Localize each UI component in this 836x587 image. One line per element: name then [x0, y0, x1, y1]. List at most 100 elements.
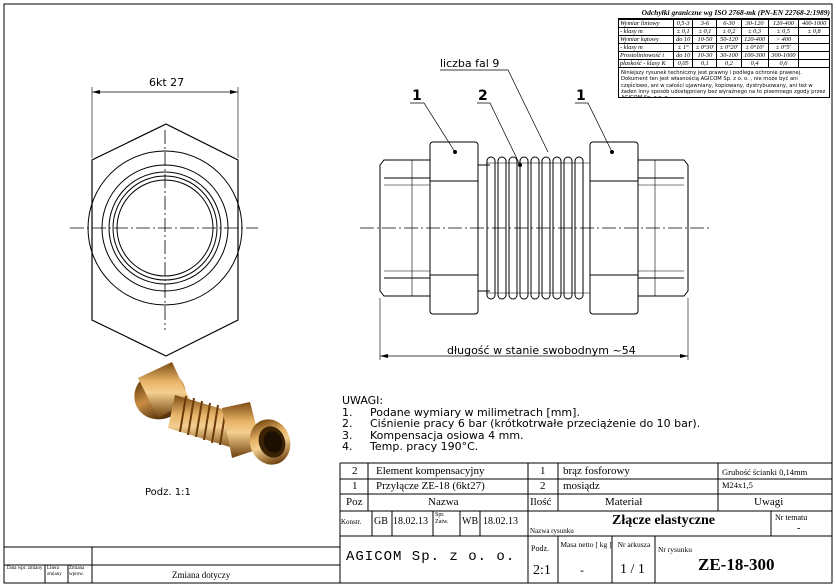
parts-cell-poz: 2	[352, 465, 358, 477]
net-mass-label: Masa netto [ kg ]	[560, 540, 612, 549]
isometric-scale-label: Podz. 1:1	[145, 487, 191, 498]
parts-cell-nazwa: Przyłącze ZE-18 (6kt27)	[376, 480, 485, 492]
sheet-number-label: Nr arkusza	[617, 540, 651, 549]
scale-label: Podz.	[531, 544, 549, 553]
tolerance-title: Odchyłki graniczne wg ISO 2768-mk (PN-EN…	[618, 8, 830, 19]
notes-block: UWAGI: 1. Podane wymiary w milimetrach [m…	[342, 395, 722, 453]
tolerance-cell: ± 0°20'	[716, 43, 742, 52]
tolerance-cell: ± 0,8	[798, 27, 830, 36]
note-item: 4.Temp. pracy 190°C.	[342, 441, 722, 453]
title-block-grid	[339, 462, 832, 583]
note-text: Ciśnienie pracy 6 bar (krótkotrwałe prze…	[370, 417, 701, 430]
tolerance-cell: 50-120	[716, 35, 742, 44]
tolerance-row-label: Wymiar kątowy	[618, 35, 674, 44]
tolerance-cell: 120-400	[740, 35, 769, 44]
parts-cell-material: mosiądz	[563, 480, 600, 492]
drawing-number-label: Nr rysunku	[658, 545, 692, 554]
note-item: 3. Kompensacja osiowa 4 mm.	[342, 428, 722, 442]
konstr-date: 18.02.13	[393, 516, 428, 527]
tolerance-row-label: Wymiar liniowy	[618, 19, 674, 28]
note-number: 3.	[342, 428, 353, 442]
tolerance-cell: 0,5-3	[672, 19, 694, 28]
tolerance-cell: ± 0,1	[692, 27, 718, 36]
parts-cell-ilosc: 1	[540, 465, 546, 477]
revision-concerns-label: Zmiana dotyczy	[172, 570, 231, 580]
isometric-render	[134, 362, 291, 465]
tolerance-cell: 0,2	[716, 59, 742, 68]
header-poz: Poz	[346, 496, 363, 508]
revision-block-grid	[4, 546, 340, 583]
tolerance-row: - klasy m± 1°± 0°30'± 0°20'± 0°10'± 0°5'	[618, 43, 830, 52]
tolerance-cell: 400-1000	[798, 19, 830, 28]
tolerance-row-label: - klasy m	[618, 43, 674, 52]
topic-number-label: Nr tematu	[775, 513, 808, 522]
konstr-initials: GB	[374, 516, 388, 527]
header-material: Materiał	[605, 496, 643, 508]
tolerance-cell: ± 0,3	[740, 27, 769, 36]
tolerance-cell: ± 1°	[672, 43, 694, 52]
waves-count-label: liczba fal 9	[440, 57, 500, 70]
revision-change-label: Zmiana wprow.	[69, 566, 85, 577]
tolerance-cell	[798, 51, 830, 60]
tolerance-cell: ± 0,5	[767, 27, 800, 36]
free-length-label: długość w stanie swobodnym ~54	[447, 344, 636, 357]
tolerance-cell: > 400	[767, 35, 800, 44]
spr-label: Spr. Zatw.	[435, 512, 449, 525]
note-number: 1.	[342, 405, 353, 419]
copyright-note: Niniejszy rysunek techniczny jest prawny…	[618, 68, 830, 98]
header-ilosc: Ilość	[530, 496, 552, 508]
topic-number: -	[797, 523, 801, 534]
note-item: 2. Ciśnienie pracy 6 bar (krótkotrwałe pr…	[342, 418, 722, 430]
revision-date-label: Data wpr. zmiany	[7, 566, 43, 571]
revision-letter-label: Litera zmiany	[47, 566, 62, 577]
tolerance-row-label: - klasy m	[618, 27, 674, 36]
position-marker-1-right: 1	[576, 88, 586, 104]
tolerance-cell: 300-1000	[767, 51, 800, 60]
company-name: AGICOM Sp. z o. o.	[346, 549, 516, 565]
notes-list: 1. Podane wymiary w milimetrach [mm]. 2. Ci…	[342, 405, 722, 453]
tolerance-row: - klasy m± 0,1± 0,1± 0,2± 0,3± 0,5± 0,8	[618, 27, 830, 36]
tolerance-cell: 0,4	[740, 59, 769, 68]
note-text: Kompensacja osiowa 4 mm.	[370, 428, 524, 442]
net-mass-value: -	[580, 563, 584, 577]
hex-dimension-label: 6kt 27	[149, 76, 185, 89]
tolerance-cell: 30-120	[740, 19, 769, 28]
note-text: Podane wymiary w milimetrach [mm].	[370, 405, 580, 419]
tolerance-cell: ± 0°10'	[740, 43, 769, 52]
tolerance-cell: ± 0,2	[716, 27, 742, 36]
scale-value: 2:1	[533, 563, 551, 578]
tolerance-cell: 0,6	[767, 59, 800, 68]
position-marker-1-left: 1	[412, 88, 422, 104]
tolerance-cell: ± 0°5'	[767, 43, 800, 52]
tolerance-cell: 30-100	[716, 51, 742, 60]
spr-date: 18.02.13	[483, 516, 518, 527]
header-nazwa: Nazwa	[428, 496, 459, 508]
drawing-number: ZE-18-300	[698, 555, 775, 574]
tolerance-cell: 100-300	[740, 51, 769, 60]
tolerance-cell: ± 0,1	[672, 27, 694, 36]
tolerance-cell: 120-400	[767, 19, 800, 28]
sheet-number-value: 1 / 1	[620, 562, 645, 577]
drawing-name: Złącze elastyczne	[612, 513, 716, 528]
note-number: 4.	[342, 440, 353, 453]
parts-cell-uwagi: M24x1,5	[722, 480, 753, 490]
tolerance-cell: 0,05	[672, 59, 694, 68]
tolerance-cell	[798, 35, 830, 44]
notes-heading: UWAGI:	[342, 394, 384, 407]
konstr-label: Konstr.	[341, 518, 362, 526]
parts-cell-nazwa: Element kompensacyjny	[376, 465, 485, 477]
parts-cell-uwagi: Grubość ścianki 0,14mm	[722, 467, 808, 477]
tolerance-cell: do 10	[672, 51, 694, 60]
position-marker-2: 2	[478, 88, 488, 104]
tolerance-cell	[798, 43, 830, 52]
tolerance-cell: 10-30	[692, 51, 718, 60]
note-number: 2.	[342, 417, 353, 430]
tolerance-cell: 0,1	[692, 59, 718, 68]
drawing-name-label: Nazwa rysunku	[530, 527, 574, 535]
spr-initials: WB	[462, 516, 479, 527]
